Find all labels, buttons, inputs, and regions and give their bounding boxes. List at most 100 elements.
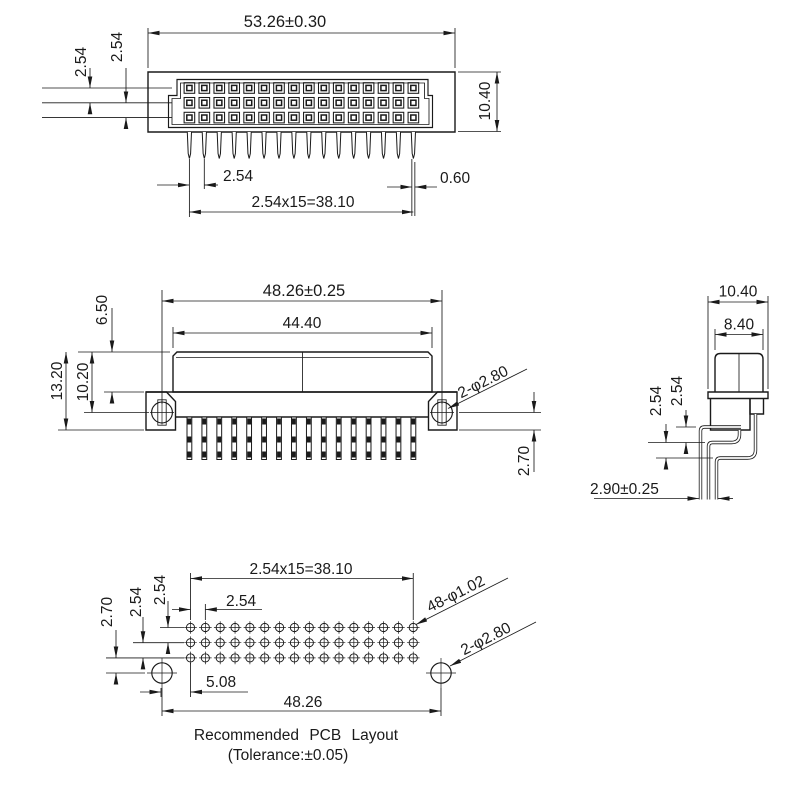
pcb-hole-crosshair [362, 636, 375, 649]
front-pin [276, 131, 282, 159]
callout-label-mount-holes: 2-φ2.80 [455, 363, 511, 402]
side-bent-pins [698, 414, 758, 500]
contact-terminal [305, 99, 313, 107]
pcb-hole-crosshair [258, 651, 272, 665]
contact-cavity [183, 82, 196, 94]
pcb-hole-crosshair [228, 636, 242, 649]
contact-terminal [380, 84, 387, 92]
contact-terminal [186, 84, 193, 92]
contact-terminal [290, 84, 298, 92]
elevation-pin-contact [366, 451, 371, 458]
pcb-hole-crosshair [273, 636, 286, 649]
dim-side-overall-depth: 10.40 [707, 284, 769, 389]
contact-cavity [273, 82, 285, 94]
contact-cavity [258, 96, 270, 109]
dim-side-row-pitches: 2.54 2.54 [648, 376, 713, 470]
front-pin-row [186, 131, 416, 159]
pcb-hole-crosshair [199, 651, 212, 665]
contact-terminal [245, 84, 253, 92]
front-pin [395, 131, 402, 159]
dim-label-hole-span: 2.54x15=38.10 [250, 561, 353, 578]
elevation-pin-contact [232, 436, 237, 443]
dim-pcb-mount-to-first: 5.08 [140, 663, 248, 697]
elevation-pin-contact [366, 436, 371, 443]
dim-label-overall-width: 53.26±0.30 [244, 13, 326, 31]
pcb-hole-crosshair [288, 621, 301, 634]
dim-label-tail-spread: 2.90±0.25 [590, 481, 659, 498]
elevation-pin-contact [202, 418, 207, 425]
callout-pcb-mount-holes: 2-φ2.80 [449, 619, 537, 667]
pcb-hole-crosshair [243, 651, 257, 665]
contact-terminal [230, 99, 238, 107]
pcb-hole-crosshair [347, 621, 361, 634]
pcb-hole-crosshair [258, 621, 272, 634]
contact-terminal [320, 84, 328, 92]
contact-cavity [183, 111, 196, 124]
contact-terminal [200, 114, 208, 121]
contact-cavity [198, 96, 211, 109]
contact-terminal [290, 99, 298, 107]
elevation-pin-contact [381, 436, 386, 443]
contact-terminal [305, 84, 313, 92]
pcb-caption-line1: Recommended PCB Layout [194, 727, 399, 744]
pcb-hole-crosshair [317, 651, 331, 665]
contact-cavity [362, 111, 375, 124]
contact-cavity [407, 82, 420, 94]
elevation-flange-left [145, 391, 177, 431]
pcb-hole-crosshair [392, 636, 405, 649]
contact-cavity [198, 111, 211, 124]
front-pin [261, 131, 267, 159]
dim-label-flange-total: 13.20 [49, 361, 66, 400]
dim-label-pin-width: 0.60 [440, 170, 471, 187]
front-shroud-inner-wall [171, 82, 430, 125]
pcb-hole-crosshair [199, 621, 212, 634]
contact-terminal [290, 114, 298, 121]
pcb-hole-crosshair [332, 621, 346, 634]
pcb-hole-crosshair [273, 621, 286, 634]
contact-cavity [317, 111, 330, 124]
contact-terminal [365, 99, 372, 107]
dim-front-overall-width: 53.26±0.30 [147, 13, 456, 68]
contact-cavity [377, 96, 390, 109]
elevation-pin-contact [247, 418, 252, 425]
dim-front-pin-width: 0.60 [387, 159, 471, 216]
contact-terminal [335, 84, 343, 92]
front-shroud-outline [167, 78, 434, 129]
dim-label-pin-span: 2.54x15=38.10 [252, 194, 355, 211]
pcb-hole-crosshair [406, 636, 420, 649]
pcb-hole-crosshair [303, 651, 316, 665]
contact-terminal [395, 99, 402, 107]
elevation-pin-contact [336, 436, 341, 443]
contact-cavity [347, 111, 360, 124]
contact-cavity [377, 82, 390, 94]
contact-terminal [260, 99, 268, 107]
front-pin [201, 131, 207, 159]
front-contact-grid [183, 82, 420, 124]
elevation-pin-row [186, 416, 417, 460]
contact-terminal [380, 114, 387, 121]
front-body-outline [147, 71, 456, 133]
contact-terminal [245, 99, 253, 107]
front-pin [321, 131, 327, 159]
contact-terminal [365, 84, 372, 92]
contact-terminal [215, 114, 223, 121]
elevation-pin-contact [396, 436, 401, 443]
dim-elev-flange-total: 13.20 [49, 352, 144, 431]
pcb-hole-crosshair [347, 636, 361, 649]
dim-pcb-row-pitches: 2.54 2.54 2.70 [99, 575, 184, 685]
pcb-caption-line2: (Tolerance:±0.05) [228, 747, 349, 764]
contact-terminal [410, 99, 417, 107]
dim-label-body-width: 44.40 [283, 315, 322, 332]
elevation-pin-contact [336, 451, 341, 458]
dim-pcb-hole-pitch: 2.54 [172, 593, 262, 620]
pcb-hole-crosshair [377, 636, 390, 649]
side-view: 10.40 8.40 2.54 2.54 2.90±0.25 [590, 284, 769, 501]
elevation-pin-contact [217, 418, 222, 425]
contact-cavity [303, 111, 315, 124]
dim-label-row-pitch-lower: 2.54 [648, 386, 665, 417]
pcb-hole-crosshair [213, 636, 227, 649]
pcb-hole-crosshair [228, 621, 242, 634]
pcb-hole-crosshair [392, 621, 405, 634]
